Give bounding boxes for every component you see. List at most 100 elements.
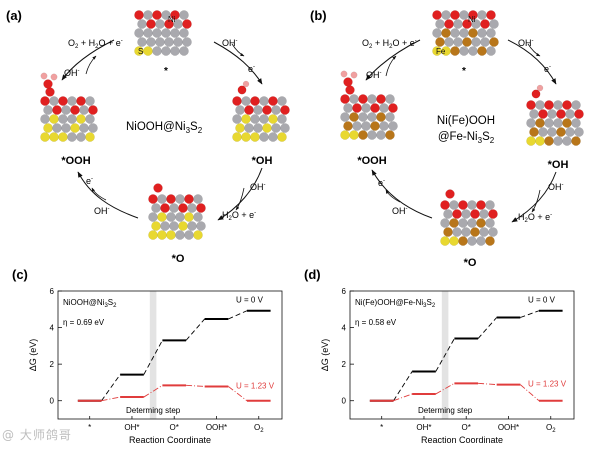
atom [232, 114, 242, 124]
adsorbate-atom [536, 84, 544, 92]
atom [244, 123, 254, 133]
connector [477, 317, 497, 339]
atom [440, 200, 450, 210]
atom [88, 105, 98, 115]
step-arrow-b-4 [385, 55, 397, 77]
atom [379, 103, 389, 113]
atom-label: Ni [168, 15, 176, 24]
step-arrow-a-2 [235, 187, 245, 211]
atom [250, 132, 260, 142]
atom [241, 132, 251, 142]
slab-b-right [526, 84, 584, 152]
connector [101, 396, 121, 402]
atom [367, 130, 377, 140]
atom [471, 37, 481, 47]
atom [556, 127, 566, 137]
atom [179, 28, 189, 38]
adsorbate-atom [531, 89, 541, 99]
atom [367, 94, 377, 104]
step-arrow-a-4 [85, 55, 97, 75]
atom [461, 227, 471, 237]
atom [358, 130, 368, 140]
atom [40, 114, 50, 124]
adsorbate [340, 70, 358, 95]
connector [520, 310, 540, 318]
atom [79, 105, 89, 115]
atom [184, 194, 194, 204]
atom [529, 127, 539, 137]
atom [179, 46, 189, 56]
atom [476, 218, 486, 228]
panel-b: (b) O2 + H2O + e- OH- OH- e- OH- H2O + e… [310, 8, 568, 269]
state-a-bottom: *O [172, 253, 185, 265]
atom-label: S [138, 47, 143, 56]
atom [432, 10, 442, 20]
shaded-step-label: Determing step [126, 406, 181, 415]
atom [280, 123, 290, 133]
atom [450, 10, 460, 20]
atom [52, 105, 62, 115]
atom [444, 37, 454, 47]
atom [155, 19, 165, 29]
atom [250, 114, 260, 124]
adsorbate-atom [237, 85, 247, 95]
atom [268, 114, 278, 124]
atom [526, 100, 536, 110]
atom [343, 103, 353, 113]
connector [435, 382, 455, 395]
step-b-2-product: H2O + e- [518, 212, 552, 224]
atom [161, 28, 171, 38]
atom [458, 236, 468, 246]
x-tick-label: O2 [254, 423, 264, 434]
step-arrow-b-1 [527, 43, 541, 57]
atom [458, 200, 468, 210]
atom [85, 96, 95, 106]
atom [148, 230, 158, 240]
atom [461, 209, 471, 219]
state-a-left: *OOH [61, 155, 90, 167]
adsorbate-atom [40, 72, 48, 80]
series-u123 [77, 384, 271, 402]
cycle-arrow-b-3 [371, 169, 433, 219]
state-a-right: *OH [252, 155, 273, 167]
atom [467, 236, 477, 246]
step-b-1-reactant: OH- [518, 38, 534, 48]
state-a-top: * [164, 66, 168, 77]
step-b-3-product: e- [378, 178, 385, 188]
atom [370, 121, 380, 131]
legend-title: Ni(Fe)OOH@Fe-Ni3S2 [355, 298, 436, 309]
atom [565, 109, 575, 119]
atom [556, 109, 566, 119]
atom [259, 96, 269, 106]
step-b-4-product: O2 + H2O + e- [362, 38, 417, 50]
atom [152, 46, 162, 56]
atom [349, 130, 359, 140]
atom [574, 109, 584, 119]
atom [489, 19, 499, 29]
step-a-4-reactant: OH- [64, 68, 80, 78]
series-u123 [369, 382, 563, 402]
cycle-arrow-a-2 [217, 167, 263, 221]
atom [340, 130, 350, 140]
atom [376, 94, 386, 104]
atom [443, 209, 453, 219]
shaded-step-label: Determing step [418, 406, 473, 415]
adsorbate-atom [350, 71, 358, 79]
atom [441, 10, 451, 20]
atom [241, 96, 251, 106]
atom [485, 218, 495, 228]
atom [49, 132, 59, 142]
cycle-arrow-a-3 [77, 171, 139, 219]
atom [161, 46, 171, 56]
adsorbate-atom [153, 183, 163, 193]
atom [459, 46, 469, 56]
atom [152, 28, 162, 38]
atom [574, 127, 584, 137]
atom [277, 132, 287, 142]
adsorbate-atom [43, 79, 53, 89]
atom [435, 37, 445, 47]
atom [67, 132, 77, 142]
atom [40, 96, 50, 106]
atom [134, 28, 144, 38]
atom [235, 123, 245, 133]
